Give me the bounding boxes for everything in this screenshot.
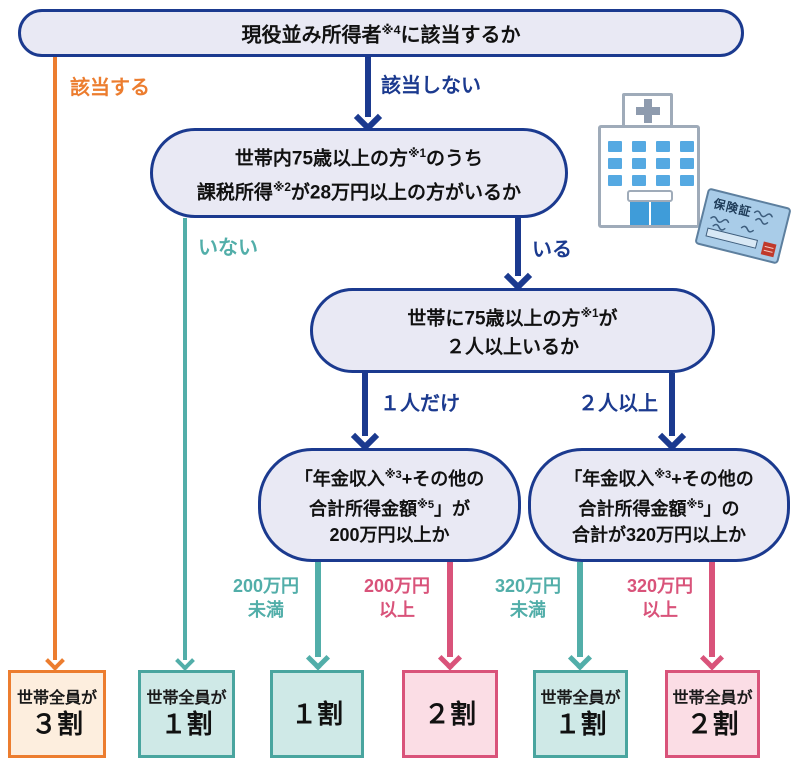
result-box-all-20pct: 世帯全員が ２割 [665,670,760,758]
result-ratio: １割 [290,698,343,729]
decision-text-line2: 合計所得金額※5」が [308,499,471,519]
footnote-ref: ※3 [384,469,402,481]
hospital-canopy [627,190,673,202]
decision-text-line1: 世帯に75歳以上の方※1が [407,306,618,330]
label-under-200: 200万円未満 [232,576,300,620]
decision-text-line1: 「年金収入※3+その他の [294,469,485,489]
footnote-ref: ※3 [654,469,672,481]
footnote-ref: ※1 [580,306,599,320]
result-ratio: ２割 [686,709,739,739]
label-one-only: １人だけ [380,393,460,415]
hospital-body [598,125,700,228]
decision-text-line3: 合計が320万円以上か [571,525,747,545]
footnote-ref: ※5 [686,499,704,511]
decision-text: 現役並み所得者※4に該当するか [241,22,521,47]
hospital-building-icon [598,93,700,228]
arrow-present [503,218,533,292]
decision-genekinami-income: 現役並み所得者※4に該当するか [18,9,744,57]
decision-text-line1: 「年金収入※3+その他の [564,469,754,489]
arrow-under-200 [303,562,333,671]
arrow-over-320 [697,562,727,671]
result-ratio: ３割 [30,709,83,739]
result-ratio: ２割 [423,698,476,729]
label-applies: 該当する [70,77,150,99]
result-ratio: １割 [554,709,607,739]
label-not-applies: 該当しない [381,75,481,97]
result-ratio: １割 [160,709,213,739]
medical-cross-icon [635,99,660,123]
decision-text-line1: 世帯内75歳以上の方※1のうち [234,146,484,169]
footnote-ref: ※4 [381,22,401,37]
label-under-320: 320万円未満 [494,576,562,620]
result-box-all-10pct-right: 世帯全員が １割 [533,670,628,758]
arrow-applies [40,57,70,671]
label-present: いる [532,239,572,261]
hospital-windows [608,141,694,186]
hospital-tower [622,93,673,131]
arrow-one-only [350,373,380,452]
result-box-all-10pct-left: 世帯全員が １割 [138,670,235,758]
label-two-or-more: ２人以上 [578,393,658,415]
result-box-all-30pct: 世帯全員が ３割 [8,670,106,758]
label-over-200: 200万円以上 [363,576,431,620]
hospital-door [630,200,670,225]
label-over-320: 320万円以上 [626,576,694,620]
result-box-10pct: １割 [270,670,364,758]
footnote-ref: ※1 [408,146,427,160]
arrow-over-200 [435,562,465,671]
footnote-ref: ※2 [272,181,291,194]
result-qualifier: 世帯全員が [540,690,621,707]
result-box-20pct: ２割 [402,670,498,758]
arrow-not-applies [353,57,383,133]
arrow-two-or-more [657,373,687,452]
decision-text-line2: 合計所得金額※5」の [578,499,740,519]
decision-text-line3: 200万円以上か [329,525,450,545]
label-not-present: いない [198,237,258,259]
decision-income-320: 「年金収入※3+その他の 合計所得金額※5」の 合計が320万円以上か [528,448,790,562]
result-qualifier: 世帯全員が [672,690,753,707]
insurance-card-icon: 保険証 [694,187,792,265]
arrow-not-present [170,218,200,671]
decision-taxable-income-28: 世帯内75歳以上の方※1のうち 課税所得※2が28万円以上の方がいるか [150,128,568,218]
card-wavy-lines [710,210,773,233]
result-qualifier: 世帯全員が [16,690,97,707]
result-qualifier: 世帯全員が [146,690,227,707]
footnote-ref: ※5 [416,499,435,511]
decision-text-line2: ２人以上いるか [445,337,579,359]
arrow-under-320 [565,562,595,671]
decision-household-count: 世帯に75歳以上の方※1が ２人以上いるか [310,288,715,373]
decision-text-line2: 課税所得※2が28万円以上の方がいるか [196,181,522,204]
decision-income-200: 「年金収入※3+その他の 合計所得金額※5」が 200万円以上か [258,448,521,562]
